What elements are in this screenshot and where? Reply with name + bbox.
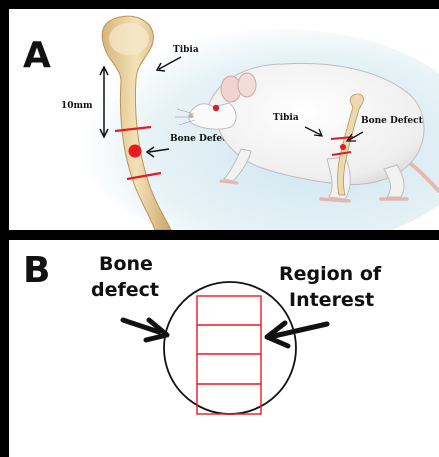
tibia-label-right: Tibia — [273, 113, 299, 123]
bone-defect-label-line1: Bone — [99, 253, 153, 275]
panel-a-letter: A — [23, 35, 51, 76]
bone-defect-label-line2: defect — [91, 279, 159, 301]
roi-label-line2: Interest — [289, 289, 374, 311]
bone-defect-label-right: Bone Defect — [361, 116, 424, 126]
rat-defect-dot — [340, 144, 346, 150]
panel-a: A 10mm Tibia Bon — [9, 9, 439, 230]
bone-section-circle — [164, 282, 296, 414]
roi-label-line1: Region of — [279, 263, 382, 285]
tibia-label-left: Tibia — [173, 45, 199, 55]
panel-a-illustration: A 10mm Tibia Bon — [9, 9, 439, 230]
bone-defect-arrow — [123, 320, 167, 340]
panel-b-letter: B — [23, 250, 50, 291]
bone-defect-dot — [129, 145, 142, 158]
panel-b-diagram: B Bone defect Region of Interest — [9, 240, 439, 457]
panel-b: B Bone defect Region of Interest — [9, 240, 439, 457]
length-label: 10mm — [61, 101, 93, 111]
